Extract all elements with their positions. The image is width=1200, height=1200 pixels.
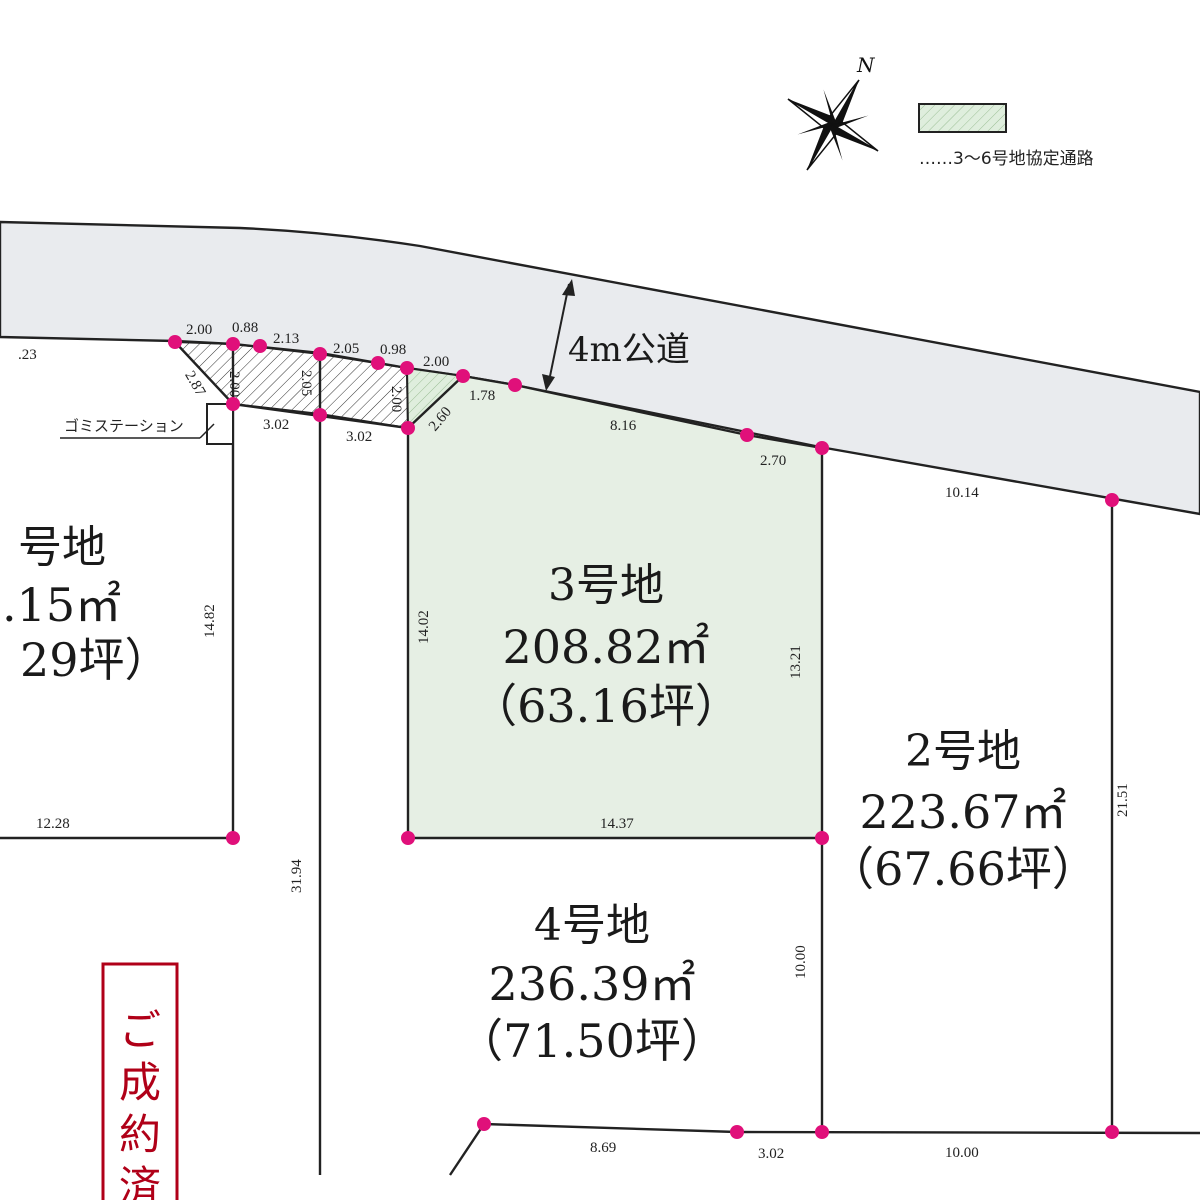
lot-name: 3号地 <box>548 560 664 611</box>
dimension-label: .23 <box>18 347 37 363</box>
boundary-vertex <box>313 347 327 361</box>
road-width-arrowhead <box>562 279 575 296</box>
dimension-label: 1.78 <box>469 388 495 404</box>
garbage-station-label: ゴミステーション <box>64 417 184 435</box>
dimension-label: 3.02 <box>758 1146 784 1162</box>
boundary-vertex <box>508 378 522 392</box>
road-label: 4m公道 <box>568 330 690 370</box>
dimension-label: 10.00 <box>945 1145 979 1161</box>
north-label: N <box>856 53 876 77</box>
lot-4-label: 4号地 236.39㎡ （71.50坪） <box>457 900 727 1068</box>
boundary-vertex <box>168 335 182 349</box>
boundary-vertex <box>815 831 829 845</box>
boundary-vertex <box>400 361 414 375</box>
lot-tsubo: （71.50坪） <box>457 1014 727 1068</box>
dimension-label: 0.98 <box>380 342 406 358</box>
dimension-label: 8.69 <box>590 1140 616 1156</box>
dimension-label: 14.02 <box>416 610 432 644</box>
north-compass-icon <box>787 79 879 171</box>
boundary-vertex <box>815 1125 829 1139</box>
dimension-label: 2.00 <box>186 322 212 338</box>
boundary-vertex <box>1105 1125 1119 1139</box>
boundary-vertices <box>168 335 1119 1139</box>
lot-1-label: 号地 .15㎡ 29坪） <box>2 522 171 687</box>
dimension-label: 2.00 <box>388 386 404 412</box>
sold-stamp: ご 成 約 済 <box>101 962 179 1200</box>
road-width-arrow <box>547 283 570 387</box>
lot-name: 号地 <box>18 522 106 573</box>
dimension-label: 12.28 <box>36 816 70 832</box>
lot-area: 208.82㎡ <box>503 620 710 674</box>
dimension-label: 8.16 <box>610 418 637 434</box>
dimension-label: 2.00 <box>423 354 449 370</box>
lot-name: 2号地 <box>905 726 1021 777</box>
lot-tsubo: （63.16坪） <box>471 679 741 733</box>
sold-stamp-char: 済 <box>119 1162 161 1200</box>
lot-area: .15㎡ <box>2 578 121 632</box>
boundary-vertex <box>730 1125 744 1139</box>
lot-area: 236.39㎡ <box>489 957 696 1011</box>
boundary-vertex <box>401 421 415 435</box>
boundary-line <box>174 341 234 405</box>
boundary-vertex <box>226 337 240 351</box>
boundary-vertex <box>401 831 415 845</box>
sold-stamp-char: 約 <box>119 1110 161 1159</box>
dimension-label: 10.14 <box>945 485 979 501</box>
lot-tsubo: 29坪） <box>20 633 171 687</box>
road-width-arrowhead <box>542 374 555 391</box>
dimension-label: 2.13 <box>273 331 299 347</box>
boundary-line <box>483 1122 738 1134</box>
sold-stamp-char: 成 <box>119 1058 161 1107</box>
legend-label: ……3〜6号地協定通路 <box>919 149 1094 169</box>
dimension-label: 3.02 <box>346 429 372 445</box>
legend-swatch <box>918 103 1007 133</box>
lot-name: 4号地 <box>534 900 650 951</box>
boundary-vertex <box>1105 493 1119 507</box>
sold-stamp-border <box>101 962 179 1200</box>
lot-3-label: 3号地 208.82㎡ （63.16坪） <box>471 560 741 733</box>
dimension-label: 21.51 <box>1115 783 1131 817</box>
dimension-label: 2.70 <box>760 453 786 469</box>
boundary-vertex <box>815 441 829 455</box>
dimension-label: 14.82 <box>202 604 218 638</box>
dimension-label: 2.05 <box>298 370 314 396</box>
dimension-label: 14.37 <box>600 816 634 832</box>
dimension-label: 2.05 <box>333 341 359 357</box>
boundary-vertex <box>226 397 240 411</box>
boundary-line <box>449 1123 485 1176</box>
boundary-vertex <box>313 408 327 422</box>
dimension-label: 31.94 <box>289 859 305 893</box>
boundary-vertex <box>371 356 385 370</box>
dimension-label: 0.88 <box>232 320 258 336</box>
dimension-label: 3.02 <box>263 417 289 433</box>
lot-area: 223.67㎡ <box>860 785 1067 839</box>
sold-stamp-char: ご <box>119 1006 161 1055</box>
boundary-line <box>736 1130 1200 1135</box>
garbage-station-box <box>206 403 234 445</box>
boundary-vertex <box>740 428 754 442</box>
lot-tsubo: （67.66坪） <box>828 842 1098 896</box>
lot-3-area <box>406 374 824 840</box>
boundary-vertex <box>477 1117 491 1131</box>
garbage-station-leader <box>199 423 215 439</box>
dimension-label: 10.00 <box>793 945 809 979</box>
boundary-vertex <box>456 369 470 383</box>
boundary-vertex <box>226 831 240 845</box>
dimension-label: 2.00 <box>226 371 242 397</box>
dimension-label: 13.21 <box>788 645 804 679</box>
lot-2-label: 2号地 223.67㎡ （67.66坪） <box>828 726 1098 896</box>
boundary-vertex <box>253 339 267 353</box>
